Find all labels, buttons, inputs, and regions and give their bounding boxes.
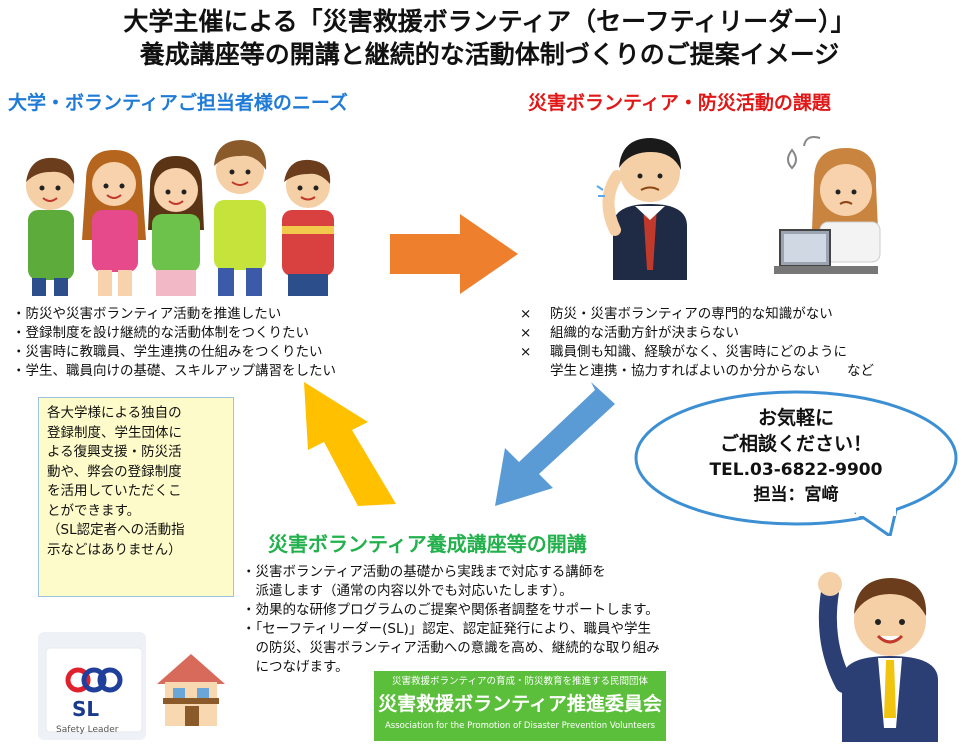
contact-phone: TEL.03-6822-9900 <box>709 460 883 480</box>
badge-caption: Safety Leader <box>56 725 119 735</box>
note-line: を活用していただくこ <box>47 483 182 499</box>
arrow-up-icon <box>304 382 396 506</box>
cross-icon: × <box>520 306 532 322</box>
issues-item-continuation: 学生と連携・協力すればよいのか分からない など <box>550 363 874 379</box>
registration-note: 各大学様による独自の 登録制度、学生団体に よる復興支援・防災活 動や、弊会の登… <box>38 397 234 597</box>
safety-leader-badge-illustration: SL Safety Leader <box>38 632 146 740</box>
needs-heading: 大学・ボランティアご担当者様のニーズ <box>8 92 348 114</box>
page-title-line-1: 大学主催による「災害救援ボランティア（セーフティリーダー）」 <box>123 7 856 36</box>
cross-icon: × <box>520 344 532 360</box>
note-line: よる復興支援・防災活 <box>47 444 182 460</box>
course-line: ・「セーフティリーダー(SL)」認定、認定証発行により、職員や学生 <box>242 621 651 637</box>
badge-sl-text: SL <box>72 697 99 721</box>
cheering-businessman-illustration <box>818 572 938 742</box>
arrow-right-icon <box>390 214 518 294</box>
course-line: ・効果的な研修プログラムのご提案や関係者調整をサポートします。 <box>242 602 659 618</box>
student-figure <box>214 140 267 296</box>
note-line: 各大学様による独自の <box>47 405 182 421</box>
note-line: 示などはありません） <box>47 541 182 558</box>
note-line: （SL認定者への活動指 <box>47 522 185 538</box>
course-heading: 災害ボランティア養成講座等の開講 <box>268 532 587 556</box>
needs-list: ・防災や災害ボランティア活動を推進したい ・登録制度を設け継続的な活動体制をつく… <box>12 305 336 381</box>
contact-line-2: ご相談ください！ <box>719 433 872 455</box>
issues-item: × 職員側も知識、経験がなく、災害時にどのように <box>520 344 847 360</box>
issues-item: × 防災・災害ボランティアの専門的な知識がない <box>520 306 833 322</box>
logo-tagline: 災害救援ボランティアの育成・防災教育を推進する民間団体 <box>392 676 648 687</box>
student-figure <box>282 159 334 296</box>
cross-icon: × <box>520 325 532 341</box>
note-line: 動や、弊会の登録制度 <box>47 463 182 480</box>
confused-woman-laptop-illustration <box>774 136 881 274</box>
student-figure <box>148 156 204 296</box>
contact-callout: お気軽に ご相談ください！ TEL.03-6822-9900 担当：宮﨑 <box>660 405 932 507</box>
needs-item: ・登録制度を設け継続的な活動体制をつくりたい <box>12 325 309 341</box>
student-figure <box>82 150 146 296</box>
issues-list: × 防災・災害ボランティアの専門的な知識がない × 組織的な活動方針が決まらない… <box>520 305 874 381</box>
course-line: につなげます。 <box>242 659 349 675</box>
note-line: 登録制度、学生団体に <box>47 424 182 441</box>
issues-heading: 災害ボランティア・防災活動の課題 <box>528 92 831 114</box>
logo-name: 災害救援ボランティア推進委員会 <box>378 693 662 715</box>
course-line: の防災、災害ボランティア活動への意識を高め、継続的な取り組み <box>242 640 660 656</box>
house-illustration <box>157 654 225 726</box>
speech-bubble <box>634 390 958 536</box>
contact-line-1: お気軽に <box>757 407 834 429</box>
needs-item: ・学生、職員向けの基礎、スキルアップ講習をしたい <box>12 363 336 379</box>
page-title-line-2: 養成講座等の開講と継続的な活動体制づくりのご提案イメージ <box>139 40 840 69</box>
note-line: とができます。 <box>47 502 141 519</box>
needs-item: ・災害時に教職員、学生連携の仕組みをつくりたい <box>12 344 323 360</box>
contact-person: 担当：宮﨑 <box>753 485 839 505</box>
issues-item: × 組織的な活動方針が決まらない <box>520 325 739 341</box>
logo-english: Association for the Promotion of Disaste… <box>384 721 656 731</box>
course-line: ・災害ボランティア活動の基礎から実践まで対応する講師を <box>242 564 606 580</box>
arrow-down-left-icon <box>495 382 615 506</box>
course-line: 派遣します（通常の内容以外でも対応いたします）。 <box>242 583 573 599</box>
organization-logo: 災害救援ボランティアの育成・防災教育を推進する民間団体 災害救援ボランティア推進… <box>374 671 666 741</box>
students-group-illustration <box>26 140 334 296</box>
course-description: ・災害ボランティア活動の基礎から実践まで対応する講師を 派遣します（通常の内容以… <box>242 563 660 677</box>
needs-item: ・防災や災害ボランティア活動を推進したい <box>12 306 282 322</box>
student-figure <box>26 157 75 296</box>
worried-businessman-illustration <box>596 138 687 280</box>
